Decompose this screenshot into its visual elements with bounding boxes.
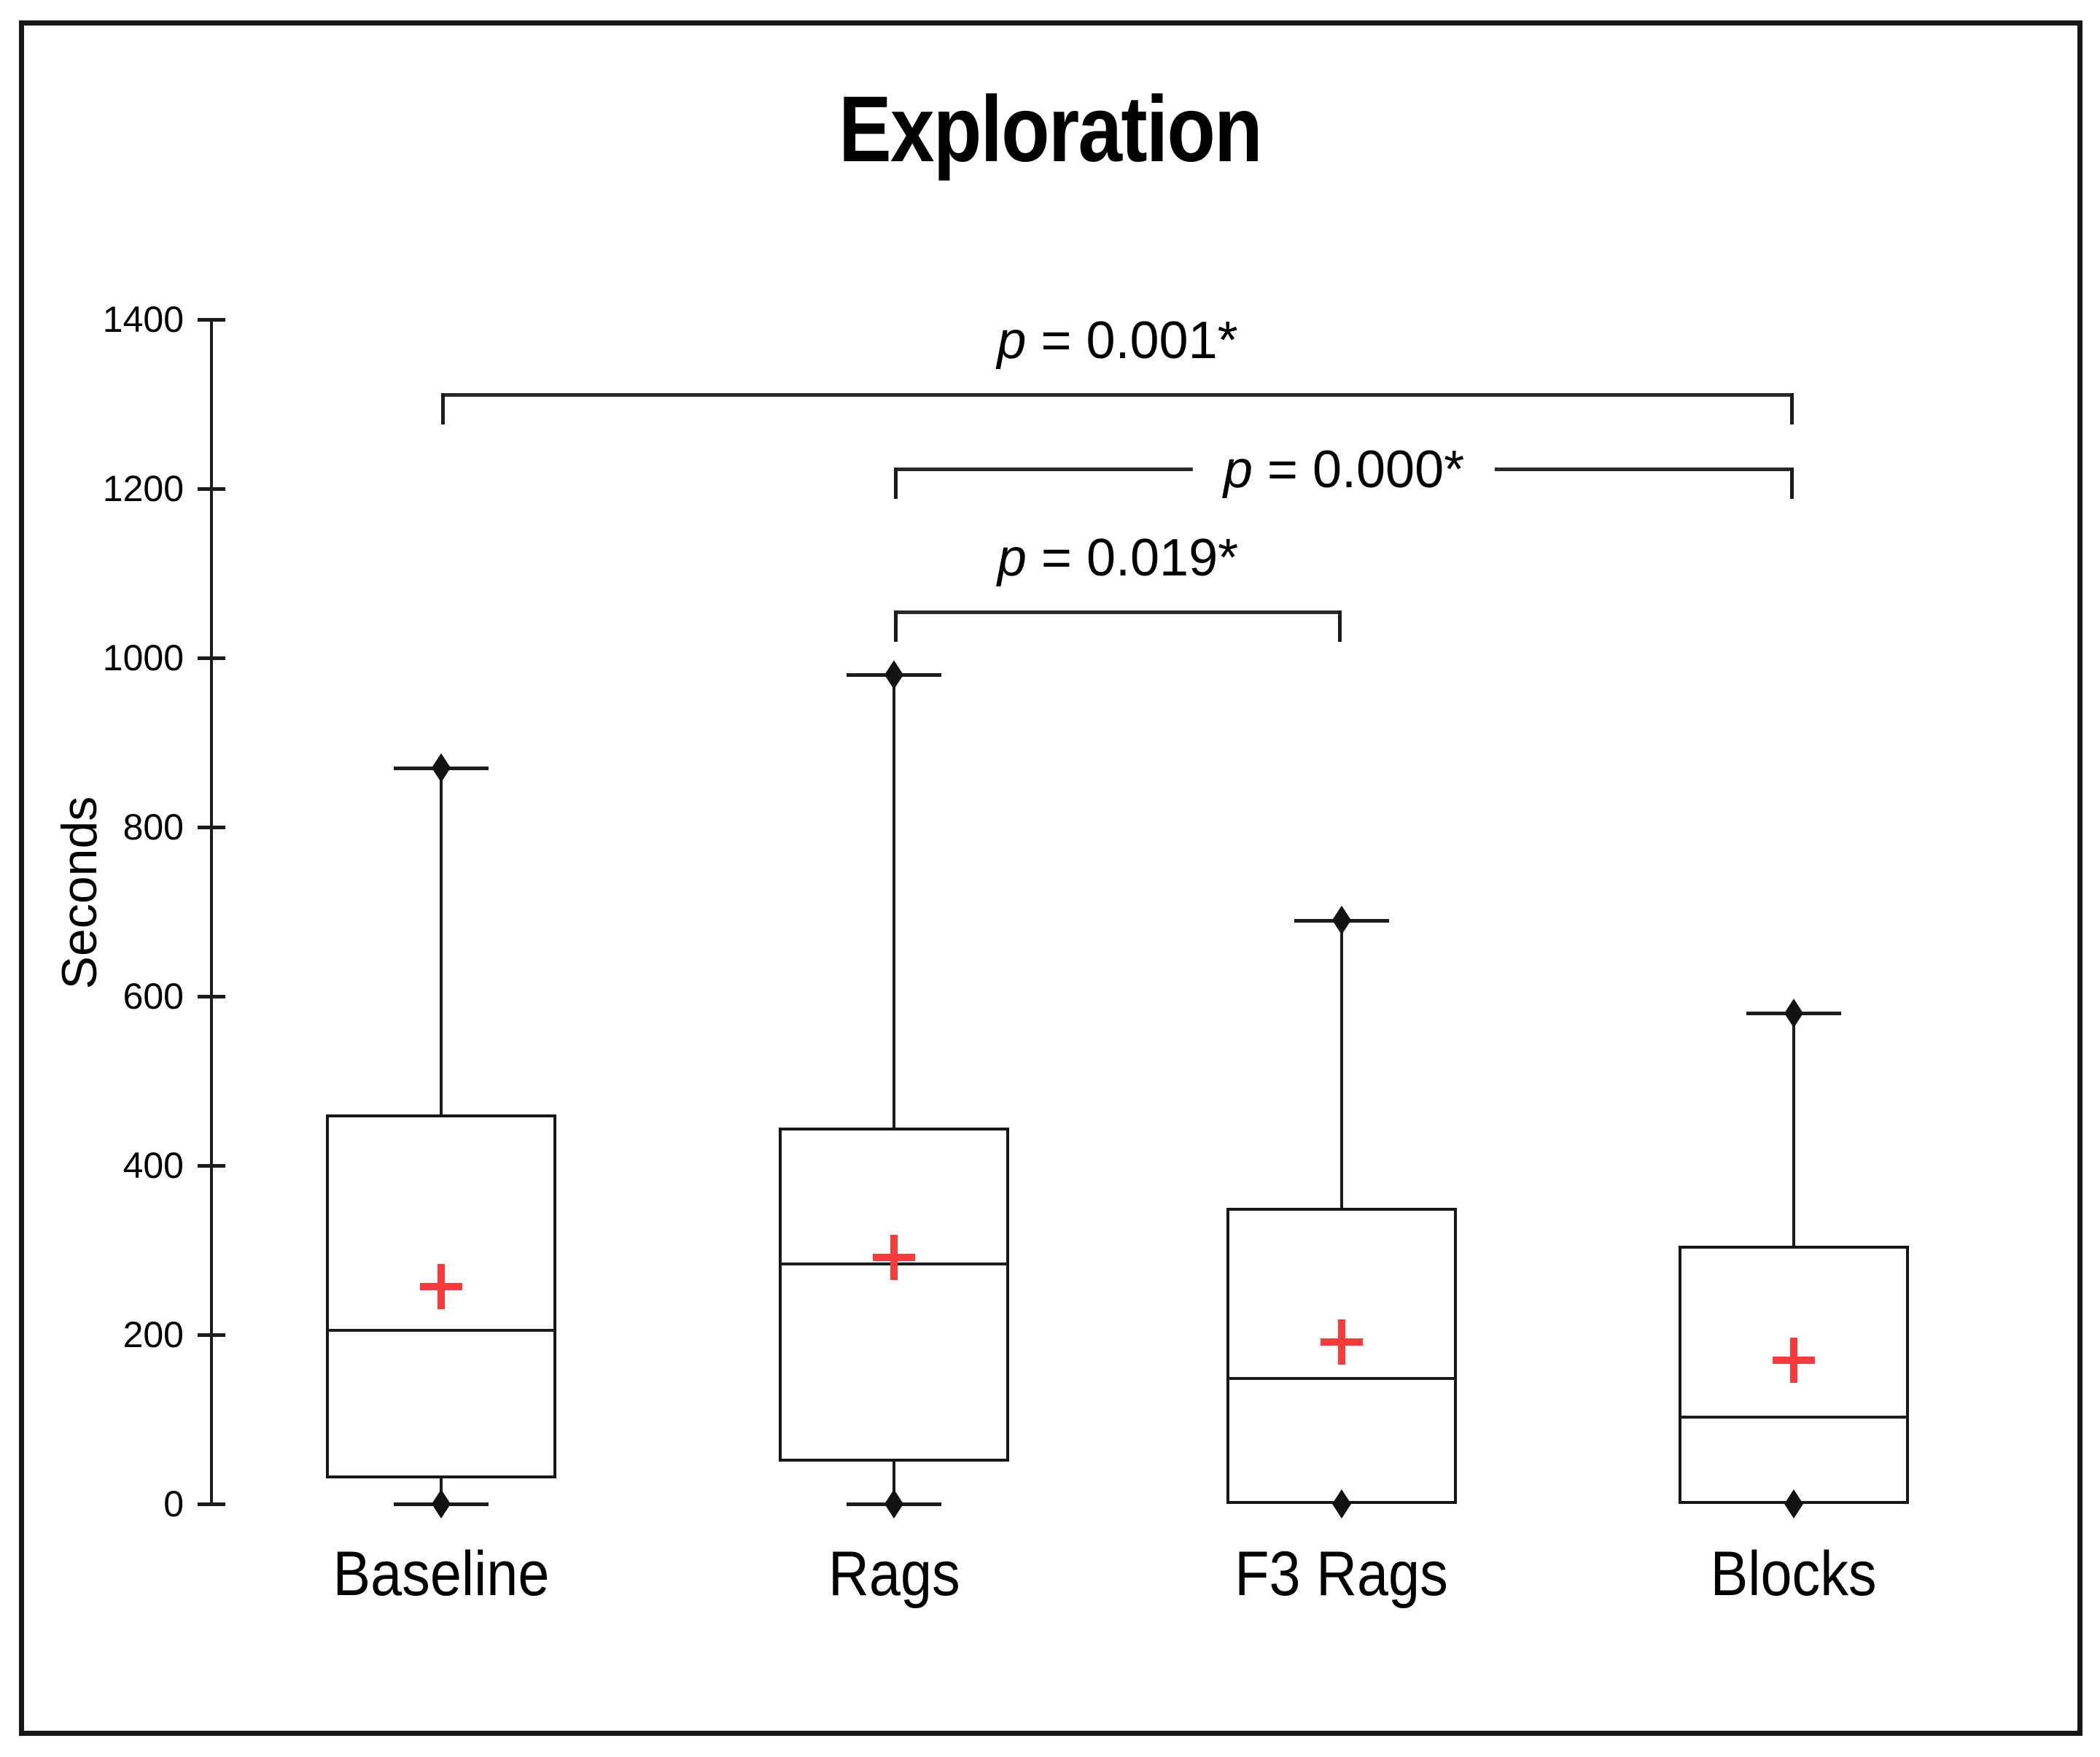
mean-marker: [873, 1235, 915, 1281]
y-tick-label: 200: [122, 1314, 184, 1355]
category-label-text: F3 Rags: [1234, 1539, 1449, 1609]
category-label: F3 Rags: [1108, 1540, 1575, 1607]
bracket-end-tick: [894, 610, 898, 642]
whisker-end-diamond: [1332, 905, 1351, 935]
category-label-text: Rags: [828, 1539, 960, 1609]
y-tick-label: 1400: [102, 299, 184, 340]
y-axis-tick: [198, 487, 225, 491]
whisker-upper: [892, 675, 895, 1128]
y-tick-label: 1200: [102, 468, 184, 509]
bracket-end-tick: [1790, 468, 1794, 499]
y-axis-line: [210, 318, 213, 1505]
y-tick-label: 1000: [102, 637, 184, 678]
median-line: [1681, 1415, 1907, 1419]
whisker-upper: [1792, 1013, 1795, 1246]
median-line: [1229, 1377, 1455, 1381]
whisker-end-diamond: [432, 753, 451, 783]
whisker-lower: [892, 1462, 895, 1504]
mean-marker: [1773, 1337, 1815, 1383]
y-axis-tick: [198, 656, 225, 660]
whisker-end-diamond: [884, 1489, 903, 1519]
whisker-end-diamond: [1784, 998, 1803, 1028]
iqr-box: [779, 1127, 1009, 1462]
whisker-end-diamond: [884, 660, 903, 690]
category-label-text: Baseline: [332, 1539, 550, 1609]
significance-bracket-line: [894, 610, 1342, 614]
category-label: Baseline: [208, 1540, 674, 1607]
category-label: Rags: [661, 1540, 1127, 1607]
bracket-end-tick: [1338, 610, 1342, 642]
bracket-end-tick: [441, 393, 445, 424]
y-axis-tick: [198, 1164, 225, 1168]
whisker-upper: [440, 767, 443, 1115]
y-tick-label: 600: [122, 976, 184, 1017]
y-axis-tick: [198, 1502, 225, 1506]
significance-bracket-line: [441, 393, 1794, 397]
p-value-label: p = 0.000*: [1192, 441, 1496, 499]
y-axis-tick: [198, 826, 225, 829]
y-tick-label: 800: [122, 807, 184, 848]
mean-marker: [420, 1263, 462, 1309]
y-axis-tick: [198, 318, 225, 322]
y-tick-label: 0: [163, 1483, 184, 1524]
y-axis-tick: [198, 1333, 225, 1337]
p-value-label: p = 0.019*: [997, 529, 1239, 587]
bracket-end-tick: [894, 468, 898, 499]
p-value-label: p = 0.001*: [997, 311, 1238, 370]
y-tick-label: 400: [122, 1145, 184, 1186]
median-line: [328, 1329, 554, 1333]
whisker-end-diamond: [432, 1489, 451, 1519]
category-label: Blocks: [1560, 1540, 2027, 1607]
mean-marker: [1321, 1319, 1363, 1365]
chart-title: Exploration: [839, 77, 1262, 182]
whisker-upper: [1340, 920, 1343, 1208]
category-label-text: Blocks: [1711, 1539, 1877, 1609]
y-axis-tick: [198, 995, 225, 998]
bracket-end-tick: [1790, 393, 1794, 424]
